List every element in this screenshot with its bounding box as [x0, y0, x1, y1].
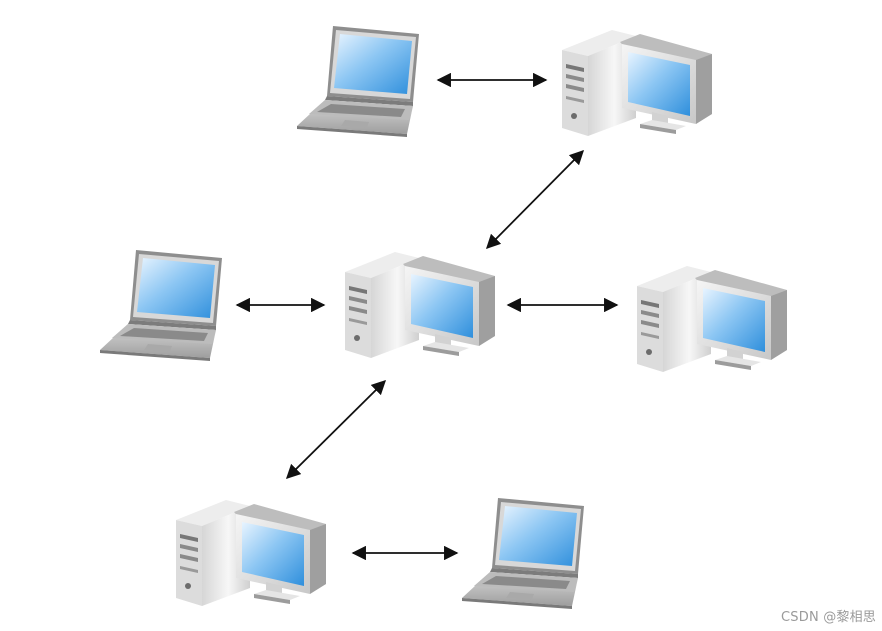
laptop-icon: [100, 250, 222, 361]
desktop-computer-icon: [562, 30, 712, 136]
desktop-computer-icon: [345, 252, 495, 358]
double-headed-arrow-icon: [485, 149, 585, 250]
desktop-computer-icon: [176, 500, 326, 606]
desktop-computer-icon: [637, 266, 787, 372]
laptop-icon: [462, 498, 584, 609]
laptop-icon: [297, 26, 419, 137]
double-headed-arrow-icon: [285, 379, 387, 480]
watermark-text: CSDN @黎相思: [781, 610, 876, 625]
